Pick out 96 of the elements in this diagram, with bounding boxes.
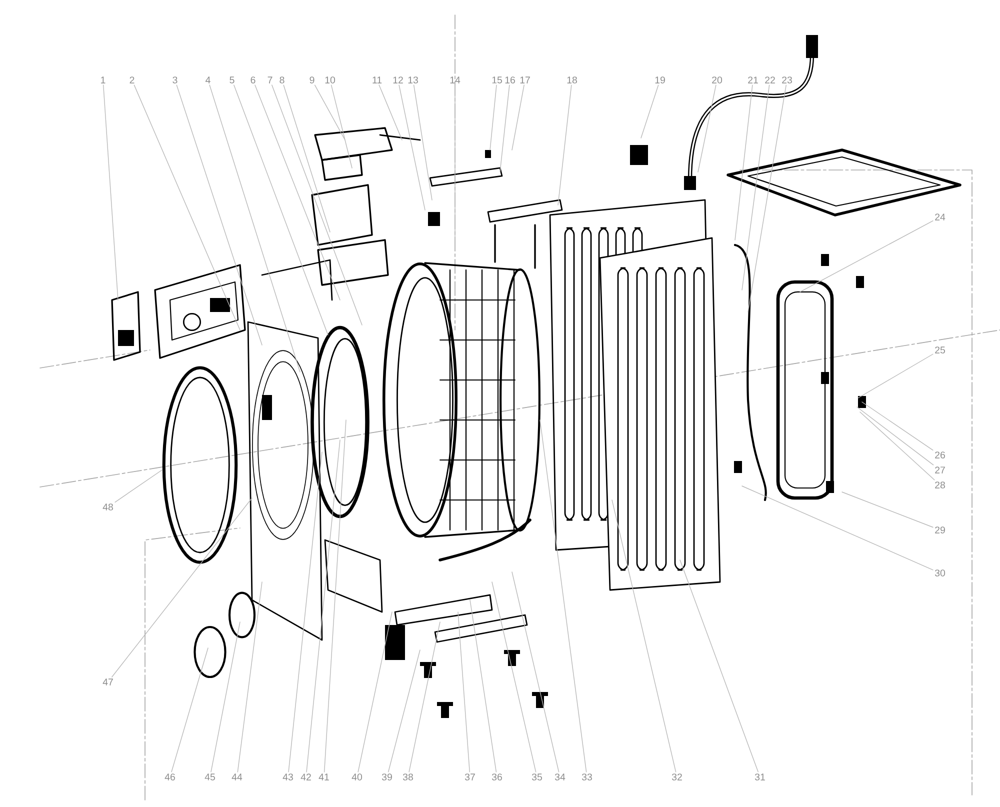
leader-line: [734, 84, 753, 240]
leader-line: [454, 84, 456, 240]
leader-line: [324, 420, 346, 772]
leader-line: [413, 84, 432, 200]
callout-number: 45: [204, 774, 215, 780]
callout-number: 20: [712, 76, 722, 84]
callout-number: 40: [352, 774, 362, 780]
callout-number: 7: [268, 76, 272, 84]
callout-number: 18: [567, 76, 577, 84]
callout-number: 35: [532, 774, 542, 780]
callout-number: 36: [492, 774, 502, 780]
callout-number: 24: [935, 214, 946, 220]
leader-line: [640, 84, 659, 138]
leader-line: [114, 470, 162, 502]
callout-number: 19: [655, 76, 665, 84]
callout-number: 13: [408, 76, 418, 84]
leader-line: [856, 406, 934, 466]
leader-line: [272, 84, 362, 326]
callout-number: 37: [464, 774, 475, 780]
callout-number: 44: [232, 774, 242, 780]
leader-line: [176, 84, 262, 346]
leader-line: [458, 612, 470, 772]
callout-number: 12: [393, 76, 403, 84]
callout-number: 6: [250, 76, 256, 84]
leader-line: [470, 600, 497, 772]
leader-line: [283, 84, 330, 232]
callout-number: 21: [748, 76, 758, 84]
leader-line: [512, 84, 524, 150]
leader-line: [234, 84, 328, 336]
leader-line: [698, 84, 716, 172]
leader-line: [862, 402, 934, 451]
callout-number: 34: [554, 774, 566, 780]
callout-number: 11: [372, 76, 382, 84]
callout-number: 28: [935, 482, 945, 488]
callout-number: 15: [492, 76, 502, 84]
callout-number: 29: [935, 526, 945, 534]
leader-line: [680, 560, 758, 772]
leader-line: [171, 648, 208, 772]
callout-number: 16: [505, 76, 515, 84]
leader-line: [748, 84, 786, 312]
leader-line: [492, 582, 536, 772]
callout-number: 38: [402, 774, 413, 780]
callout-number: 8: [280, 76, 284, 84]
leader-line: [860, 412, 935, 480]
leader-line: [306, 440, 340, 772]
leader-line: [800, 220, 934, 292]
callout-number: 41: [318, 774, 329, 780]
callout-number: 47: [102, 678, 113, 686]
leader-line: [858, 354, 934, 398]
leader-line: [103, 84, 118, 300]
leader-line: [398, 84, 426, 210]
leader-line: [254, 84, 340, 300]
leader-line: [540, 420, 587, 772]
callout-number: 4: [206, 76, 210, 84]
callout-number: 31: [754, 774, 765, 780]
callout-number: 25: [935, 346, 945, 354]
leader-line: [378, 84, 402, 140]
leader-line: [408, 622, 440, 772]
callout-number: 17: [520, 76, 530, 84]
leader-line: [512, 572, 560, 772]
callout-number: 10: [325, 76, 336, 84]
callout-number: 3: [172, 76, 178, 84]
callout-number: 32: [672, 774, 682, 780]
leader-line: [210, 622, 240, 772]
callout-number: 33: [582, 774, 592, 780]
leader-line: [388, 650, 420, 772]
leader-line: [742, 84, 770, 290]
callout-number: 14: [450, 76, 460, 84]
leader-line: [500, 84, 510, 172]
leader-line: [842, 492, 934, 528]
leader-line: [112, 498, 252, 678]
callout-number: 39: [382, 774, 392, 780]
leader-line: [358, 612, 392, 772]
callout-number: 43: [282, 774, 293, 780]
callout-number: 2: [130, 76, 134, 84]
callout-number: 27: [935, 466, 945, 474]
leader-line: [134, 84, 240, 330]
callout-number: 46: [164, 774, 175, 780]
callout-number: 30: [934, 570, 946, 576]
callout-number: 48: [102, 504, 113, 510]
leader-line: [558, 84, 572, 206]
callout-number: 26: [935, 452, 945, 458]
callout-number: 22: [765, 76, 775, 84]
leader-line: [209, 84, 300, 372]
callout-number: 23: [782, 76, 792, 84]
leader-line: [288, 452, 322, 772]
leader-line: [490, 84, 497, 150]
callout-number: 9: [310, 76, 314, 84]
callout-number: 5: [230, 76, 234, 84]
leader-line: [330, 84, 352, 168]
callout-number: 1: [101, 76, 106, 84]
callout-number: 42: [300, 774, 311, 780]
leader-line: [314, 84, 346, 140]
leader-line: [612, 500, 676, 772]
leader-line: [742, 486, 934, 570]
leader-line: [237, 582, 262, 772]
